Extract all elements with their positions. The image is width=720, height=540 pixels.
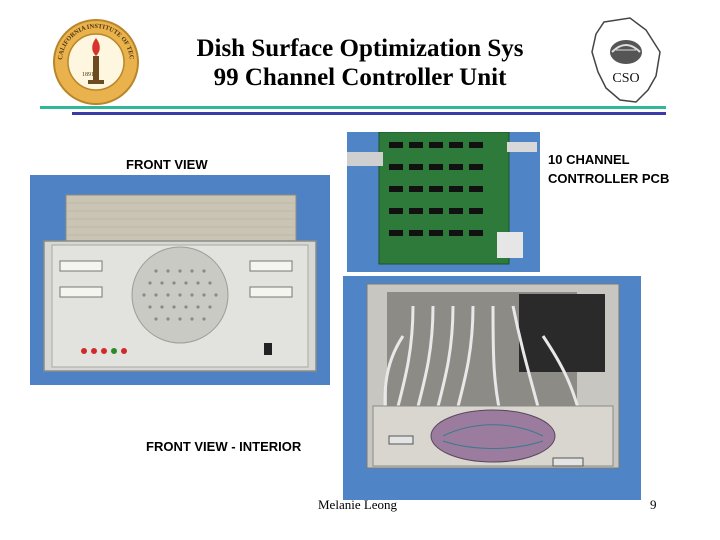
front-view-label: FRONT VIEW <box>126 157 208 172</box>
pcb-label-line-2: CONTROLLER PCB <box>548 171 670 186</box>
title-line-2: 99 Channel Controller Unit <box>213 64 507 91</box>
footer-author: Melanie Leong <box>318 497 398 512</box>
title-line-1: Dish Surface Optimization Sys <box>196 35 524 62</box>
pcb-label: 10 CHANNEL CONTROLLER PCB <box>548 150 669 188</box>
cso-logo-icon: CSO <box>586 16 666 106</box>
interior-label: FRONT VIEW - INTERIOR <box>146 439 302 454</box>
front-view-photo <box>30 175 330 385</box>
header-rule-teal <box>40 106 666 109</box>
pcb-photo <box>347 132 540 272</box>
caltech-seal-icon: 1891 CALIFORNIA INSTITUTE OF TECHNOLOGY <box>50 13 140 106</box>
pcb-label-line-1: 10 CHANNEL <box>548 152 630 167</box>
interior-photo <box>343 276 641 500</box>
seal-year: 1891 <box>82 72 94 78</box>
page-number: 9 <box>650 497 657 512</box>
header-rule-blue <box>72 112 666 115</box>
slide-title: Dish Surface Optimization Sys 99 Channel… <box>150 34 570 92</box>
cso-text: CSO <box>612 71 639 86</box>
